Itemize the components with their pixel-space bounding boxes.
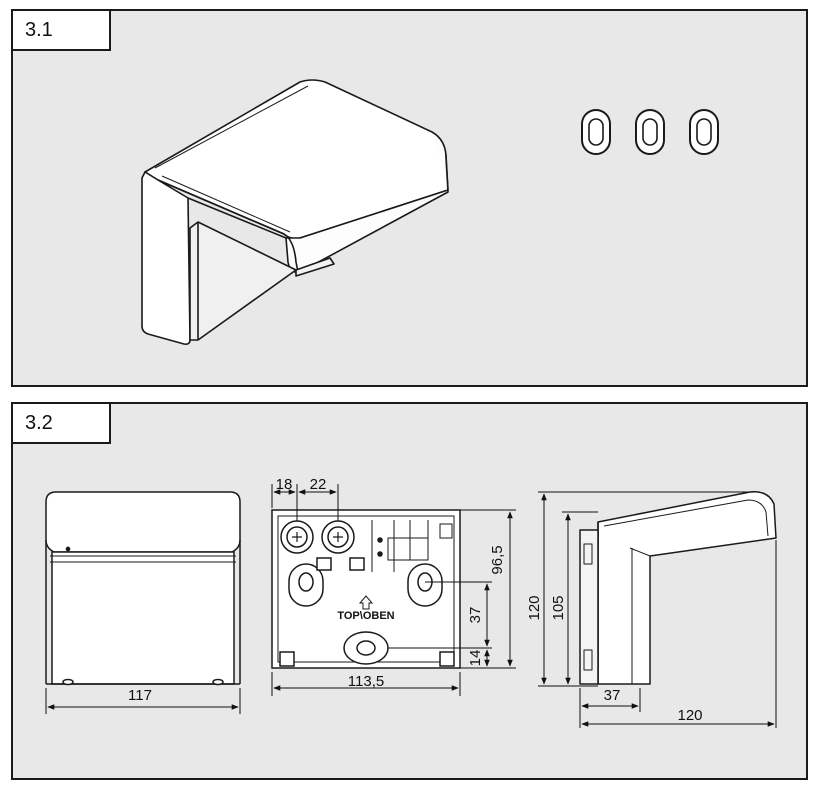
knockout-oval: [689, 109, 719, 155]
dim-120-depth: 120: [677, 707, 702, 724]
dim-37-rear: 37: [467, 607, 484, 624]
dim-105: 105: [550, 595, 567, 620]
panel-label: 3.2: [11, 402, 111, 444]
oval-knockouts: [581, 109, 719, 155]
dim-120-height: 120: [526, 595, 543, 620]
panel-label: 3.1: [11, 9, 111, 51]
front-view: [45, 491, 241, 686]
rear-view: [271, 509, 461, 669]
dim-37-side: 37: [604, 687, 621, 704]
top-oben-mark: TOP\OBEN: [337, 610, 394, 622]
housing-isometric: [141, 79, 449, 345]
front-width-dimension: [45, 688, 241, 714]
dim-22: 22: [310, 476, 327, 493]
side-view: [579, 491, 777, 685]
knockout-oval: [581, 109, 611, 155]
knockout-oval: [635, 109, 665, 155]
dim-96-5: 96,5: [489, 545, 506, 574]
dim-18: 18: [276, 476, 293, 493]
rear-dimensions: [271, 484, 516, 696]
side-dimensions: [538, 491, 777, 728]
dim-14: 14: [467, 650, 484, 667]
dim-113-5: 113,5: [348, 673, 384, 690]
dim-117: 117: [128, 687, 152, 704]
